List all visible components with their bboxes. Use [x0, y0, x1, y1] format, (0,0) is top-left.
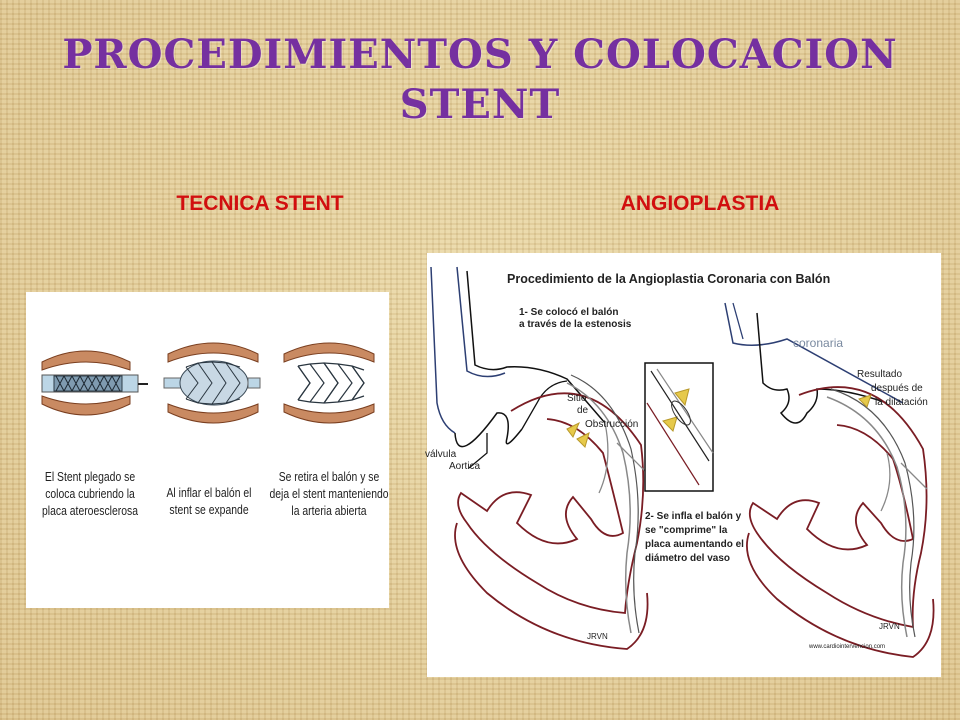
- caption-folded-stent: El Stent plegado se coloca cubriendo la …: [42, 469, 138, 518]
- heading-angioplastia: ANGIOPLASTIA: [620, 192, 780, 215]
- step1-line1: 1- Se colocó el balón: [519, 307, 619, 318]
- resultado-line3: la dilatación: [875, 397, 928, 408]
- step1-line2: a través de la estenosis: [519, 319, 632, 330]
- heading-tecnica-stent: TECNICA STENT: [176, 192, 344, 215]
- inset-balloon-detail: [644, 362, 714, 492]
- valvula-line2: Aortica: [449, 461, 481, 472]
- vessel-balloon-inflated: [163, 342, 261, 424]
- title-line-2: STENT: [399, 81, 561, 128]
- sitio-line3: Obstrucción: [585, 419, 639, 430]
- heart-after: [724, 302, 935, 658]
- heart-before: [430, 266, 649, 650]
- angio-title: Procedimiento de la Angioplastia Coronar…: [507, 272, 831, 286]
- caption-stent-open: Se retira el balón y se deja el stent ma…: [269, 469, 389, 518]
- slide-title: PROCEDIMIENTOS Y COLOCACION STENT: [0, 30, 960, 130]
- angioplasty-diagram: [430, 266, 935, 658]
- step2-line2: se "comprime" la: [645, 525, 728, 536]
- title-line-1: PROCEDIMIENTOS Y COLOCACION: [62, 31, 898, 78]
- stent-diagram: [41, 342, 375, 424]
- signature-left: JRVN: [587, 632, 608, 641]
- website-credit: www.cardiointervencion.com: [809, 644, 886, 650]
- sitio-line2: de: [577, 405, 589, 416]
- sitio-line1: Sitio: [567, 393, 587, 404]
- valvula-line1: válvula: [425, 449, 457, 460]
- step2-line3: placa aumentando el: [645, 539, 744, 550]
- angioplasty-figure: Procedimiento de la Angioplastia Coronar…: [425, 253, 941, 677]
- caption-balloon-inflated: Al inflar el balón el stent se expande: [166, 485, 252, 517]
- step2-line1: 2- Se infla el balón y: [645, 511, 742, 522]
- stent-technique-figure: El Stent plegado se coloca cubriendo la …: [26, 292, 389, 608]
- resultado-line1: Resultado: [857, 369, 903, 380]
- step2-line4: diámetro del vaso: [645, 553, 731, 564]
- coronaria-label: coronaria: [793, 336, 844, 350]
- signature-right: JRVN: [879, 622, 900, 631]
- vessel-folded-stent: [41, 350, 148, 416]
- resultado-line2: después de: [871, 383, 923, 394]
- vessel-stent-open: [283, 342, 375, 424]
